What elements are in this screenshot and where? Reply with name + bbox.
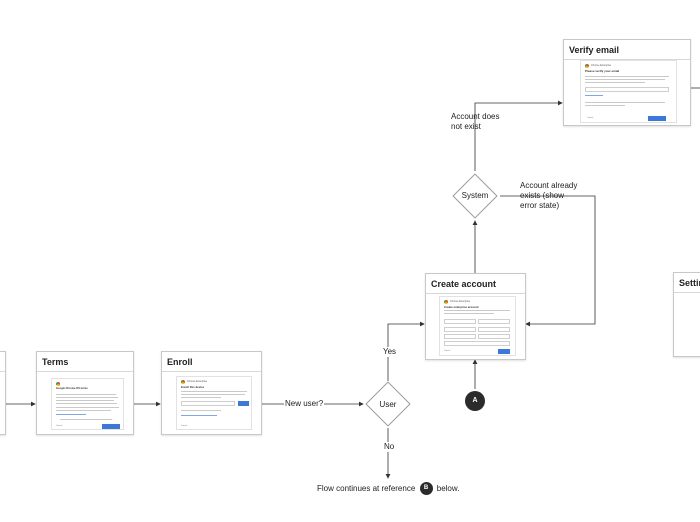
enroll-screen-title: Enroll — [162, 352, 261, 372]
terms-screen-card: Terms Google Chrome OS terms Cancel — [36, 351, 134, 435]
reference-a-marker: A — [465, 391, 485, 411]
create-account-heading: Create enterprise account — [444, 304, 479, 309]
create-account-screen-card: Create account Chrome Enterprise Create … — [425, 273, 526, 360]
enroll-text-line — [181, 394, 245, 395]
account-exists-label-line1: Account already — [520, 181, 578, 190]
terms-text-line — [56, 403, 117, 404]
create-account-next-button[interactable] — [498, 349, 510, 354]
business-name-field[interactable] — [444, 327, 476, 332]
yes-label: Yes — [383, 347, 397, 357]
reference-b-marker: B — [419, 482, 433, 496]
enroll-text-line — [181, 391, 247, 392]
enroll-text-line — [181, 397, 221, 398]
enroll-text-line — [181, 415, 217, 416]
verification-code-field[interactable] — [585, 87, 669, 92]
arrow-system-to-verify — [474, 100, 563, 171]
country-field[interactable] — [478, 334, 510, 339]
enroll-screen-mockup: Chrome Enterprise Enroll this device Can… — [176, 376, 252, 430]
account-exists-label-line2: exists (show — [520, 191, 565, 200]
verify-email-screen-mockup: Chrome Enterprise Please verify your ema… — [580, 60, 677, 123]
terms-text-line — [56, 410, 111, 411]
enroll-heading: Enroll this device — [181, 385, 205, 389]
previous-screen-card — [0, 351, 6, 435]
new-user-label: New user? — [284, 399, 325, 409]
email-field[interactable] — [444, 341, 510, 346]
verify-email-cancel-link[interactable]: Cancel — [587, 117, 594, 119]
chrome-logo-icon — [181, 380, 185, 384]
chrome-logo-icon — [444, 300, 448, 304]
arrow-user-yes — [387, 321, 425, 381]
create-account-text-line — [444, 310, 510, 311]
create-account-brand: Chrome Enterprise — [450, 299, 471, 303]
create-account-text-line — [444, 313, 494, 314]
verify-email-text-line — [585, 79, 665, 80]
phone-field[interactable] — [444, 334, 476, 339]
create-account-screen-title: Create account — [426, 274, 525, 294]
flow-continues-prefix: Flow continues at reference — [317, 484, 416, 493]
verify-email-text-line — [585, 102, 665, 103]
verify-email-brand: Chrome Enterprise — [591, 63, 612, 67]
enroll-text-line — [181, 410, 221, 411]
size-field[interactable] — [478, 327, 510, 332]
verify-email-screen-title: Verify email — [564, 40, 690, 60]
system-decision-label: System — [461, 191, 489, 200]
terms-cancel-link[interactable]: Cancel — [56, 425, 63, 427]
arrow-system-error-loop — [500, 195, 596, 327]
account-not-exist-label-line1: Account does — [451, 112, 500, 121]
verify-email-heading: Please verify your email — [585, 69, 620, 73]
verify-email-text-line — [585, 105, 625, 106]
verify-email-text-line — [585, 76, 669, 77]
terms-screen-title: Terms — [37, 352, 133, 372]
terms-heading: Google Chrome OS terms — [56, 387, 88, 390]
account-not-exist-label-line2: not exist — [451, 122, 481, 131]
settings-screen-card: Setting — [673, 272, 700, 357]
terms-text-line — [56, 414, 86, 415]
no-label: No — [384, 442, 395, 452]
verify-email-text-line — [585, 95, 603, 96]
verify-email-text-line — [585, 82, 645, 83]
terms-screen-mockup: Google Chrome OS terms Cancel — [51, 378, 124, 430]
create-account-cancel-link[interactable]: Cancel — [444, 350, 451, 352]
google-logo-icon — [56, 382, 60, 386]
terms-text-line — [56, 397, 118, 398]
first-name-field[interactable] — [444, 319, 476, 324]
verify-email-screen-card: Verify email Chrome Enterprise Please ve… — [563, 39, 691, 126]
enroll-cancel-link[interactable]: Cancel — [181, 425, 188, 427]
last-name-field[interactable] — [478, 319, 510, 324]
terms-text-line — [56, 407, 119, 408]
previous-screen-title — [0, 352, 5, 372]
terms-accept-button[interactable] — [102, 424, 120, 429]
enroll-screen-card: Enroll Chrome Enterprise Enroll this dev… — [161, 351, 262, 435]
flow-continues-suffix: below. — [436, 484, 460, 493]
terms-text-line — [60, 419, 112, 420]
enroll-email-field[interactable] — [181, 401, 235, 406]
enroll-brand: Chrome Enterprise — [187, 379, 208, 383]
chrome-logo-icon — [585, 64, 589, 68]
terms-text-line — [56, 400, 114, 401]
terms-text-line — [56, 394, 116, 395]
flow-continues-note: Flow continues at reference B below. — [317, 482, 460, 496]
enroll-next-button[interactable] — [238, 401, 249, 406]
settings-screen-title: Setting — [674, 273, 700, 293]
create-account-screen-mockup: Chrome Enterprise Create enterprise acco… — [439, 296, 516, 356]
verify-email-next-button[interactable] — [648, 116, 666, 121]
account-exists-label-line3: error state) — [520, 201, 560, 210]
user-decision-label: User — [379, 400, 397, 409]
